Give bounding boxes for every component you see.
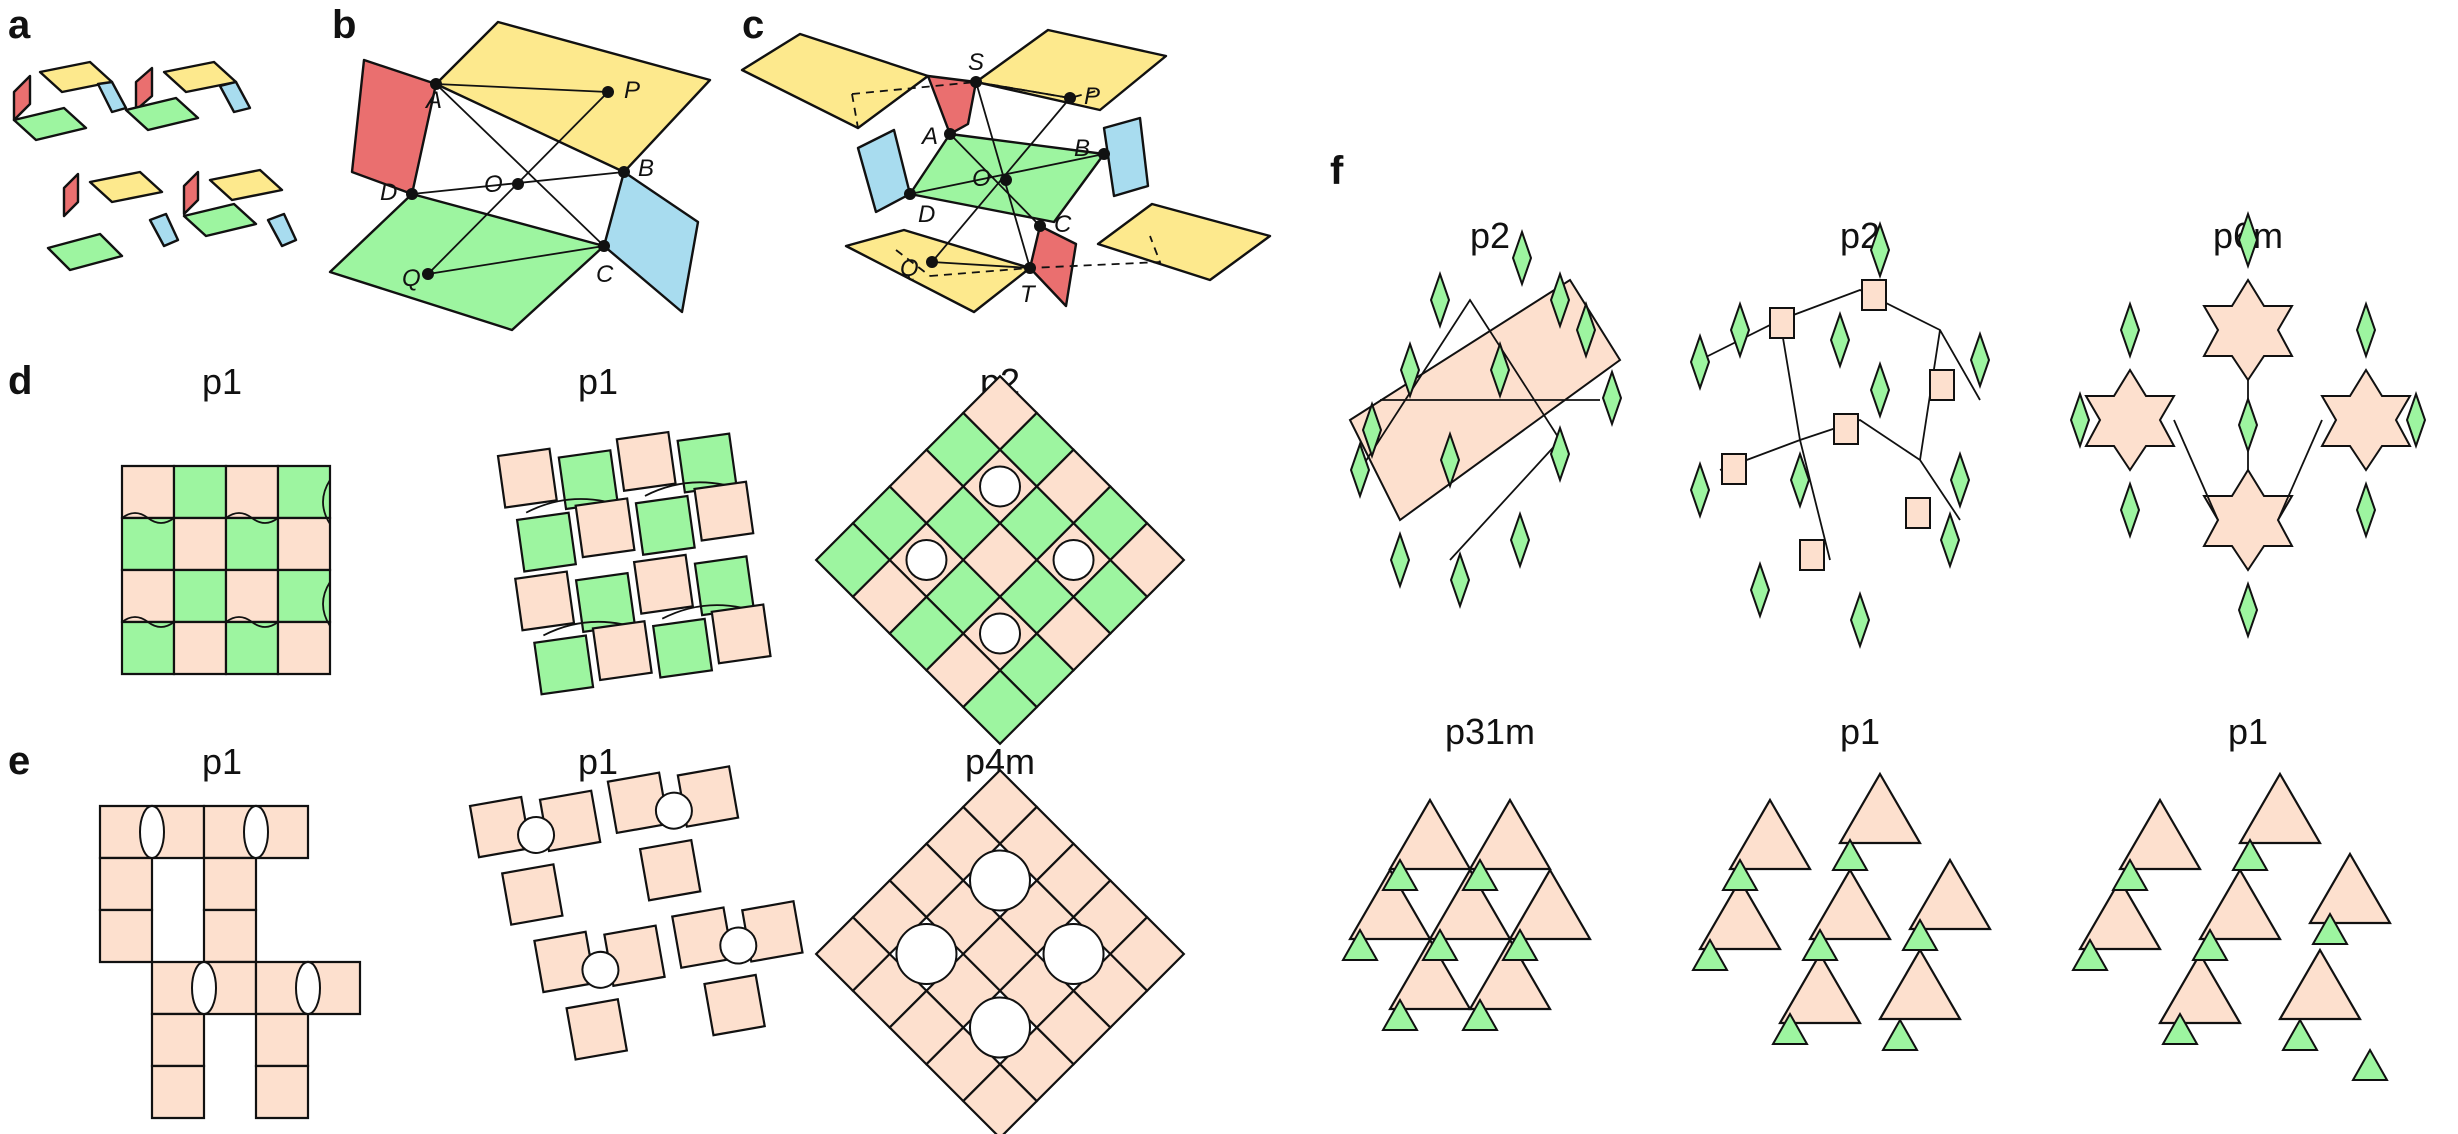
tiling-f3: [2070, 213, 2426, 637]
tiling-e2: [468, 765, 804, 1061]
panel-c: c: [740, 3, 1272, 314]
point-label-A: A: [920, 123, 938, 150]
tiling-f5: [1692, 772, 1992, 1051]
group-label-f4: p31m: [1445, 711, 1535, 752]
panel-b-diagram: A B C D O P Q: [328, 20, 712, 332]
group-label-f1: p2: [1470, 215, 1510, 256]
panel-letter-e: e: [8, 739, 30, 783]
point-label-B: B: [1074, 135, 1090, 162]
group-label-e1: p1: [202, 741, 242, 782]
group-label-e2: p1: [578, 741, 618, 782]
point-label-P: P: [1084, 83, 1100, 110]
point-label-T: T: [1020, 281, 1037, 308]
tiling-f6: [2072, 772, 2392, 1081]
panel-letter-c: c: [742, 3, 764, 47]
point-label-S: S: [968, 49, 984, 76]
panel-a-tiling: [12, 60, 298, 272]
panel-b: b A B C D O P Q: [328, 3, 712, 332]
panel-e: e p1 p1 p4m: [8, 739, 1185, 1134]
group-label-f5: p1: [1840, 711, 1880, 752]
point-label-A: A: [424, 87, 442, 114]
group-label-d2: p1: [578, 361, 618, 402]
panel-f: f p2 p2 p6m p31m p1 p1: [1330, 149, 2426, 1081]
tiling-f4: [1342, 798, 1592, 1031]
point-label-P: P: [624, 77, 640, 104]
tiling-e1: [98, 804, 362, 1120]
tiling-d3: [815, 375, 1185, 745]
point-label-O: O: [484, 171, 503, 198]
panel-d: d p1 p1 p2: [8, 359, 1185, 745]
point-label-O: O: [972, 165, 991, 192]
panel-letter-f: f: [1330, 149, 1344, 193]
tiling-d1: [120, 464, 332, 676]
point-label-Q: Q: [402, 265, 421, 292]
point-label-D: D: [918, 201, 935, 228]
panel-a: a: [8, 3, 298, 272]
point-label-C: C: [1054, 211, 1072, 238]
tiling-f1: [1348, 231, 1622, 607]
panel-letter-b: b: [332, 3, 356, 47]
point-label-D: D: [380, 179, 397, 206]
group-label-d1: p1: [202, 361, 242, 402]
panel-c-diagram: S P A O B D C Q T: [740, 28, 1272, 314]
point-label-Q: Q: [900, 255, 919, 282]
tiling-d2: [496, 430, 772, 696]
tiling-e3: [815, 769, 1185, 1134]
point-label-B: B: [638, 155, 654, 182]
tiling-f2: [1690, 223, 1990, 647]
point-label-C: C: [596, 261, 614, 288]
panel-letter-d: d: [8, 359, 32, 403]
panel-letter-a: a: [8, 3, 31, 47]
group-label-f6: p1: [2228, 711, 2268, 752]
